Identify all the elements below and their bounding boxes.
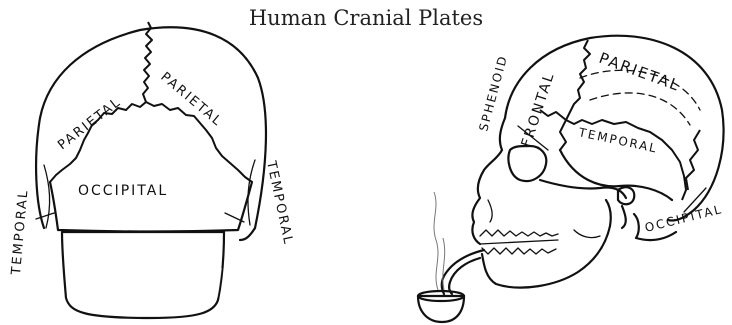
label-lateral-parietal: PARIETAL xyxy=(597,49,683,95)
zygomatic-arch xyxy=(540,180,626,198)
label-posterior-occipital: OCCIPITAL xyxy=(78,183,168,199)
posterior-temporal-left-pointer xyxy=(36,213,54,219)
sagittal-suture xyxy=(143,22,152,102)
mandible-ramus xyxy=(574,230,600,238)
upper-teeth xyxy=(480,230,558,244)
lateral-skull-view: SPHENOID FRONTAL PARIETAL TEMPORAL OCCIP… xyxy=(418,36,724,322)
face-profile xyxy=(472,118,505,244)
lateral-lambdoid-suture xyxy=(686,130,700,190)
label-lateral-sphenoid: SPHENOID xyxy=(476,53,510,133)
label-posterior-parietal-left: PARIETAL xyxy=(55,95,124,154)
label-lateral-temporal: TEMPORAL xyxy=(576,125,659,156)
posterior-left-temporal-edge xyxy=(44,165,50,228)
mastoid-process xyxy=(622,206,626,228)
coronal-suture xyxy=(566,40,590,120)
label-lateral-occipital: OCCIPITAL xyxy=(643,202,724,235)
label-posterior-temporal-left: TEMPORAL xyxy=(9,188,32,276)
label-posterior-temporal-right: TEMPORAL xyxy=(263,159,296,247)
posterior-mandible-lower xyxy=(66,268,222,316)
label-posterior-parietal-right: PARIETAL xyxy=(157,70,225,130)
pipe-smoke xyxy=(434,192,445,290)
lower-teeth xyxy=(482,248,556,254)
temporal-lower-edge xyxy=(560,150,672,200)
ear-canal xyxy=(618,187,634,204)
eye-orbit xyxy=(508,146,546,181)
pipe xyxy=(418,250,484,322)
nasal-cavity xyxy=(488,200,492,222)
label-lateral-frontal: FRONTAL xyxy=(519,70,558,149)
mandible xyxy=(482,200,611,288)
posterior-skull-view: PARIETAL PARIETAL OCCIPITAL TEMPORAL TEM… xyxy=(9,22,296,318)
